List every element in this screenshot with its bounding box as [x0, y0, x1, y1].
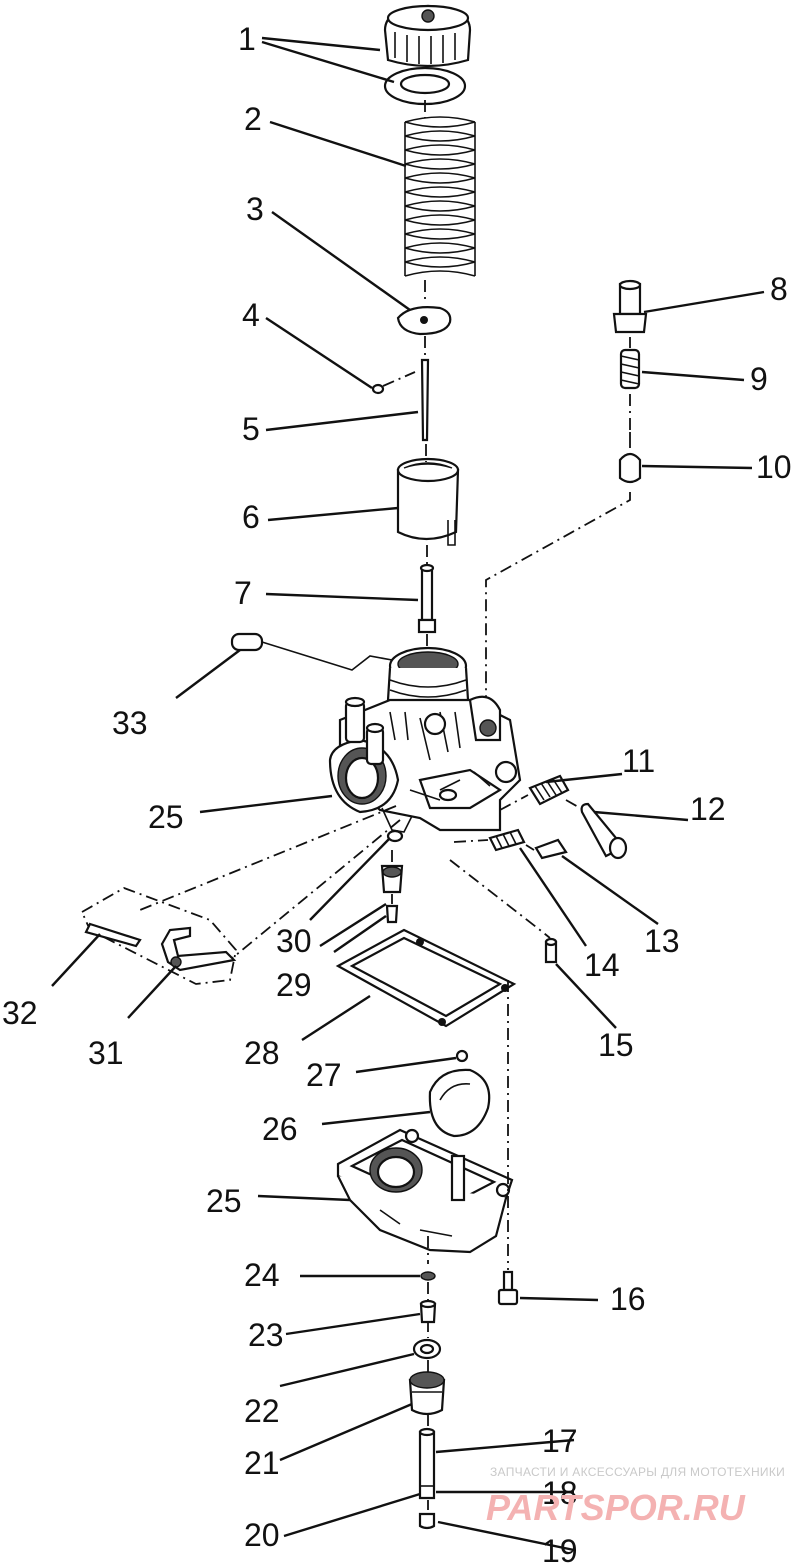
pilot-axis [499, 794, 581, 811]
part-gasket [335, 928, 517, 1028]
part-idle-spring [488, 828, 526, 852]
callout-25-body: 25 [148, 799, 184, 835]
callout-10: 10 [756, 449, 792, 485]
watermark: ЗАПЧАСТИ И АКСЕССУАРЫ ДЛЯ МОТОТЕХНИКИ PA… [486, 1465, 785, 1528]
callout-31: 31 [88, 1035, 124, 1071]
part-cap [383, 4, 472, 68]
callout-4: 4 [242, 297, 260, 333]
callout-25-bowl: 25 [206, 1183, 242, 1219]
callout-33: 33 [112, 705, 148, 741]
callout-12: 12 [690, 791, 726, 827]
part-needle-jet [417, 563, 437, 634]
part-pilot-screw [580, 802, 628, 860]
callout-29: 29 [276, 967, 312, 1003]
callout-27: 27 [306, 1057, 342, 1093]
callout-19: 19 [542, 1533, 578, 1563]
part-float-bowl [336, 1128, 514, 1254]
part-needle-valve [380, 864, 404, 924]
part-plunger [618, 452, 642, 484]
leader-lines [51, 36, 765, 1552]
jet-dash [449, 859, 551, 939]
part-main-jet [418, 1512, 436, 1530]
part-clip [371, 371, 416, 395]
callout-20: 20 [244, 1517, 280, 1553]
part-spring [404, 116, 476, 277]
callout-21: 21 [244, 1445, 280, 1481]
part-drain-washer [412, 1338, 442, 1360]
callout-2: 2 [244, 101, 262, 137]
callout-15: 15 [598, 1027, 634, 1063]
watermark-tagline: ЗАПЧАСТИ И АКСЕССУАРЫ ДЛЯ МОТОТЕХНИКИ [490, 1465, 785, 1479]
part-float-arm [160, 926, 237, 972]
callout-1: 1 [238, 21, 256, 57]
callout-18: 18 [542, 1475, 578, 1511]
callout-23: 23 [248, 1317, 284, 1353]
callout-11: 11 [622, 743, 655, 779]
part-retainer-plate [396, 306, 452, 336]
callout-26: 26 [262, 1111, 298, 1147]
part-carburetor-body [328, 646, 522, 833]
callout-labels: 1 2 3 4 5 6 7 8 9 10 11 12 13 14 15 16 1… [2, 21, 792, 1563]
part-pilot-jet [419, 1299, 437, 1324]
part-float [428, 1068, 491, 1138]
callout-28: 28 [244, 1035, 280, 1071]
part-seat-washer [386, 829, 404, 843]
part-vent-cap [230, 632, 393, 671]
callout-24: 24 [244, 1257, 280, 1293]
part-float-frame [80, 887, 237, 985]
callout-17: 17 [542, 1423, 578, 1459]
part-idle-screw [534, 838, 568, 860]
part-throttle-slide [396, 457, 460, 546]
callout-5: 5 [242, 411, 260, 447]
part-o-ring [420, 1271, 436, 1281]
cable-path [485, 394, 631, 720]
callout-16: 16 [610, 1281, 646, 1317]
callout-22: 22 [244, 1393, 280, 1429]
part-adjuster [612, 279, 648, 334]
part-main-jet-tube [418, 1427, 436, 1500]
part-jet-needle [420, 358, 430, 442]
part-ball [455, 1049, 469, 1063]
part-pilot-spring [528, 774, 570, 806]
callout-13: 13 [644, 923, 680, 959]
watermark-brand: PARTSPOR.RU [486, 1487, 746, 1528]
callout-6: 6 [242, 499, 260, 535]
center-axis [424, 100, 428, 660]
callout-30: 30 [276, 923, 312, 959]
part-drain-plug [408, 1371, 446, 1416]
callout-9: 9 [750, 361, 768, 397]
callout-8: 8 [770, 271, 788, 307]
callout-14: 14 [584, 947, 620, 983]
float-linkage-dashes [139, 805, 401, 961]
part-washer [383, 66, 467, 106]
bowl-axis [427, 980, 509, 1510]
part-small-spring [619, 348, 641, 390]
part-small-jet [544, 937, 558, 964]
idle-axis [453, 839, 535, 851]
part-bowl-screw [497, 1270, 519, 1306]
callout-7: 7 [234, 575, 252, 611]
callout-32: 32 [2, 995, 38, 1031]
callout-3: 3 [246, 191, 264, 227]
